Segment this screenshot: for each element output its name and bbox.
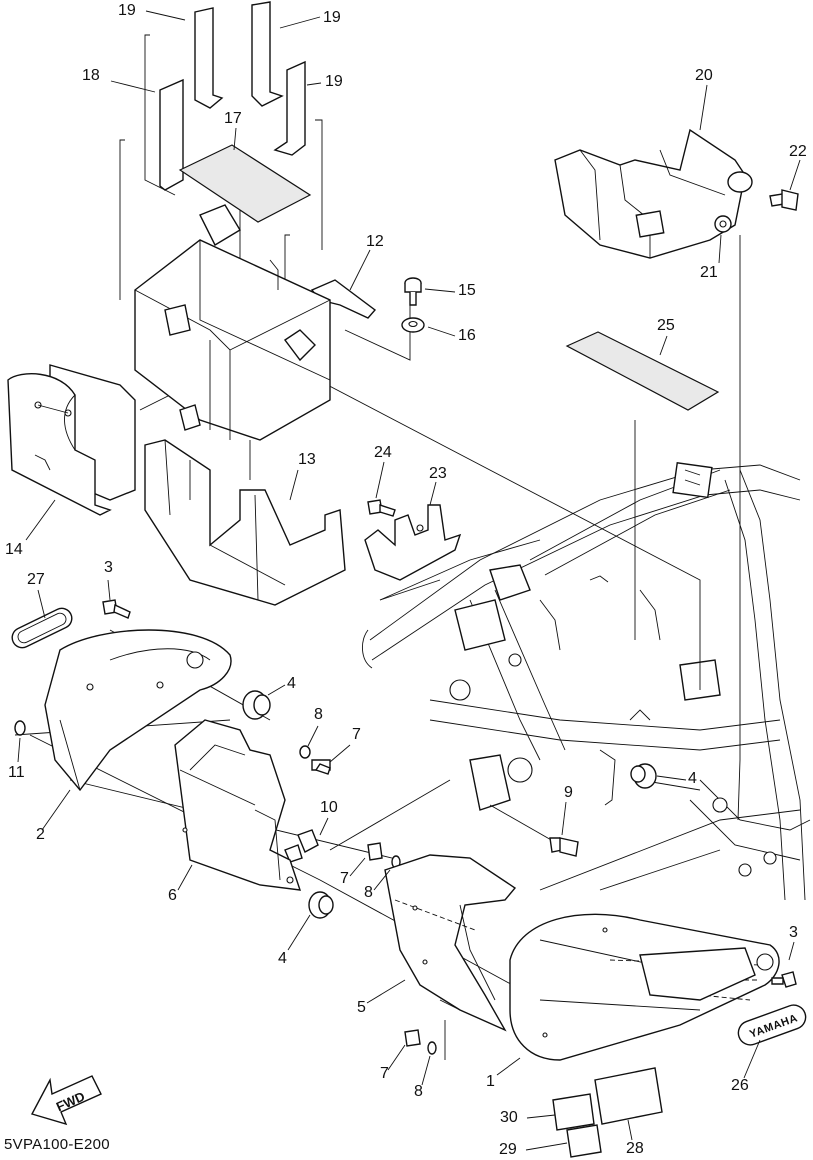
callout-20: 20 bbox=[695, 67, 713, 84]
part-16-nut bbox=[401, 317, 425, 333]
part-19-strip-c bbox=[273, 60, 306, 156]
part-6-middle-cover bbox=[174, 719, 302, 891]
callout-28: 28 bbox=[626, 1140, 644, 1157]
callout-18: 18 bbox=[82, 67, 100, 84]
callout-8-b: 8 bbox=[364, 884, 373, 901]
callout-4-a: 4 bbox=[287, 675, 296, 692]
callout-26: 26 bbox=[731, 1077, 749, 1094]
fwd-arrow-icon: FWD bbox=[30, 1075, 102, 1126]
part-27-emblem bbox=[11, 607, 73, 649]
callout-4-b: 4 bbox=[688, 770, 697, 787]
part-9-bolt bbox=[549, 837, 579, 857]
callout-11: 11 bbox=[8, 764, 25, 781]
callout-16: 16 bbox=[458, 327, 476, 344]
callout-19-c: 19 bbox=[325, 73, 343, 90]
part-30-label bbox=[552, 1093, 595, 1131]
part-8-washer-a bbox=[299, 745, 311, 759]
part-15-bolt bbox=[404, 277, 422, 306]
callout-1: 1 bbox=[486, 1073, 495, 1090]
callout-3-b: 3 bbox=[789, 924, 798, 941]
callout-24: 24 bbox=[374, 444, 392, 461]
callout-19-b: 19 bbox=[323, 9, 341, 26]
callout-9: 9 bbox=[564, 784, 573, 801]
part-21-grommet bbox=[714, 215, 732, 233]
battery-box bbox=[134, 204, 331, 441]
part-1-right-cover bbox=[509, 913, 780, 1061]
callout-7-a: 7 bbox=[352, 726, 361, 743]
part-2-left-cover bbox=[44, 629, 232, 792]
callout-17: 17 bbox=[224, 110, 242, 127]
part-23-bracket bbox=[364, 504, 462, 581]
callout-6: 6 bbox=[168, 887, 177, 904]
callout-19-a: 19 bbox=[118, 2, 136, 19]
part-5-right-inner-cover bbox=[384, 854, 517, 1032]
callout-30: 30 bbox=[500, 1109, 518, 1126]
callout-5: 5 bbox=[357, 999, 366, 1016]
callout-12: 12 bbox=[366, 233, 384, 250]
part-7-screw-c bbox=[404, 1029, 421, 1047]
callout-21: 21 bbox=[700, 264, 718, 281]
part-29-label bbox=[566, 1124, 602, 1158]
part-24-bolt bbox=[367, 499, 396, 517]
motorcycle-frame bbox=[362, 461, 811, 901]
callout-2: 2 bbox=[36, 826, 45, 843]
part-4-grommet-b bbox=[630, 763, 657, 789]
part-3-bolt-a bbox=[102, 599, 131, 619]
part-18-strip bbox=[159, 78, 184, 191]
callout-25: 25 bbox=[657, 317, 675, 334]
part-7-screw-b bbox=[367, 842, 383, 861]
callout-4-c: 4 bbox=[278, 950, 287, 967]
part-14-side-cover bbox=[7, 364, 136, 516]
part-10-clip bbox=[284, 829, 319, 863]
part-28-label bbox=[594, 1067, 663, 1125]
callout-3-a: 3 bbox=[104, 559, 113, 576]
callout-leaders bbox=[17, 10, 801, 1151]
part-3-bolt-b bbox=[771, 971, 797, 988]
part-13-lower-tray bbox=[144, 439, 346, 606]
callout-29: 29 bbox=[499, 1141, 517, 1158]
catalog-code: 5VPA100-E200 bbox=[4, 1136, 110, 1153]
part-19-strip-b bbox=[251, 1, 284, 107]
callout-22: 22 bbox=[789, 143, 807, 160]
callout-10: 10 bbox=[320, 799, 338, 816]
callout-7-b: 7 bbox=[340, 870, 349, 887]
callout-15: 15 bbox=[458, 282, 476, 299]
part-22-screw bbox=[769, 189, 799, 211]
part-19-strip-a bbox=[194, 7, 224, 109]
callout-7-c: 7 bbox=[380, 1065, 389, 1082]
callout-8-c: 8 bbox=[414, 1083, 423, 1100]
part-20-ecu-box bbox=[554, 128, 753, 259]
part-4-grommet-c bbox=[308, 891, 334, 919]
part-8-washer-c bbox=[427, 1041, 437, 1055]
part-17-pad bbox=[178, 144, 312, 223]
callout-8-a: 8 bbox=[314, 706, 323, 723]
part-4-grommet-a bbox=[242, 690, 271, 720]
callout-27: 27 bbox=[27, 571, 45, 588]
callout-23: 23 bbox=[429, 465, 447, 482]
callout-13: 13 bbox=[298, 451, 316, 468]
part-26-yamaha-emblem: YAMAHA bbox=[737, 1004, 807, 1046]
part-25-pad bbox=[565, 331, 720, 411]
part-11-washer bbox=[14, 720, 26, 736]
callout-14: 14 bbox=[5, 541, 23, 558]
part-7-screw-a bbox=[311, 759, 331, 775]
